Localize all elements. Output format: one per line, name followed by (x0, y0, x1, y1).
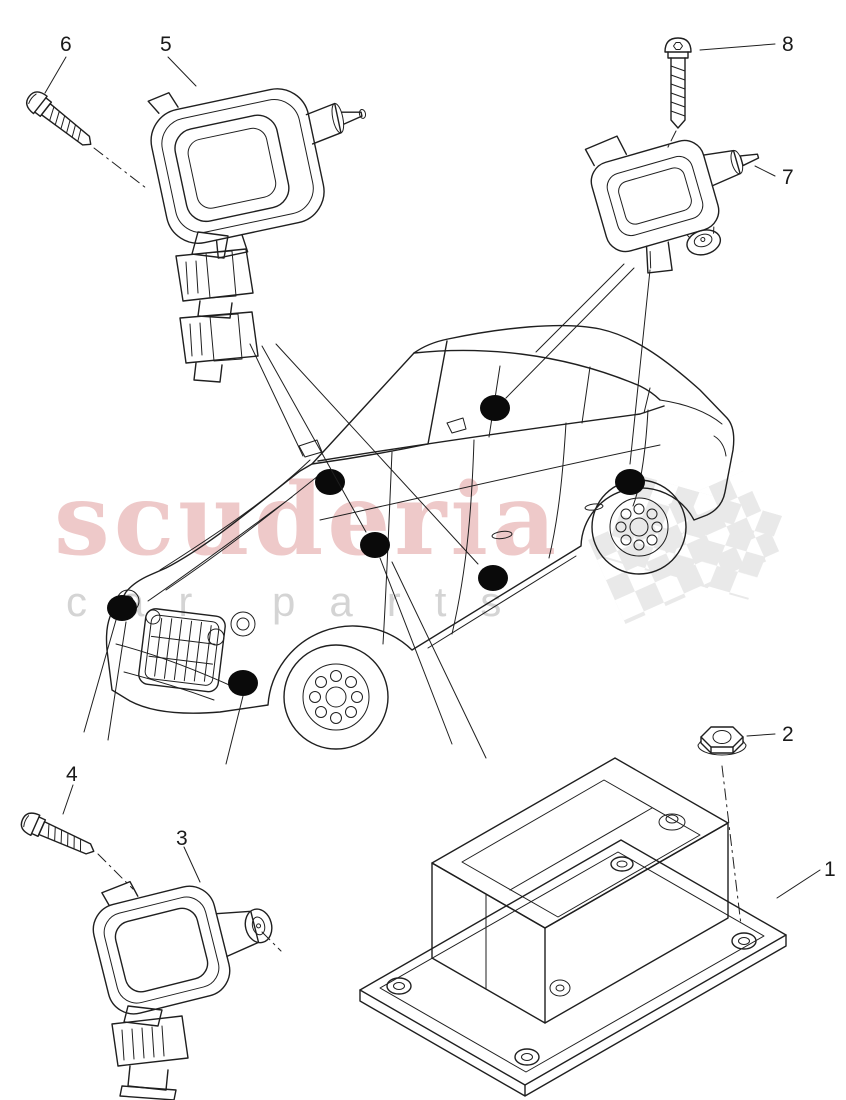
part-5-pressure-sensor (147, 88, 367, 383)
location-dot-front-door (360, 532, 390, 558)
callout-leader-lines (44, 43, 821, 952)
callout-7: 7 (782, 166, 794, 189)
part-4-screw (17, 808, 99, 863)
location-dot-front-lower (228, 670, 258, 696)
callout-4: 4 (66, 763, 78, 786)
part-3-crash-sensor (92, 880, 273, 1100)
callout-3: 3 (176, 827, 188, 850)
callout-2: 2 (782, 723, 794, 746)
location-dot-windshield (315, 469, 345, 495)
callout-6: 6 (60, 33, 72, 56)
sensor-location-dots (107, 395, 645, 696)
part-1-airbag-control-unit (359, 757, 787, 1097)
callout-1: 1 (824, 858, 836, 881)
part-2-hex-nut (697, 726, 747, 756)
part-8-screw (664, 37, 692, 129)
callout-5: 5 (160, 33, 172, 56)
part-7-crash-sensor (584, 135, 760, 274)
location-dot-rear-door-sill (478, 565, 508, 591)
location-dot-front-bumper (107, 595, 137, 621)
part-6-screw (21, 86, 99, 154)
location-dot-roof (480, 395, 510, 421)
checkered-flag-watermark (588, 470, 783, 625)
location-dot-rear-quarter (615, 469, 645, 495)
car-illustration (105, 324, 735, 750)
callout-8: 8 (782, 33, 794, 56)
part-location-leader-lines (83, 263, 651, 765)
